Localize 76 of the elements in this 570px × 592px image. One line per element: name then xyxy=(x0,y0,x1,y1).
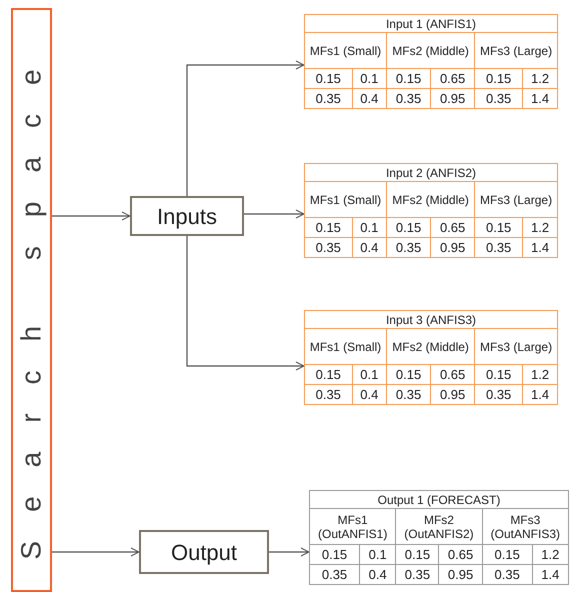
table-title-cell: Input 1 (ANFIS1) xyxy=(304,14,558,32)
table-cell: 0.95 xyxy=(430,384,475,404)
table-cell: 0.15 xyxy=(386,218,431,238)
column-header-cell: MFs3 (Large) xyxy=(474,182,558,218)
table-cell: 0.15 xyxy=(386,68,431,88)
table-cell: 0.65 xyxy=(430,364,475,384)
table-cell: 0.35 xyxy=(310,564,360,584)
table-cell: 0.95 xyxy=(430,238,475,258)
column-header-cell: MFs1 (Small) xyxy=(304,32,387,68)
table-cell: 0.4 xyxy=(360,564,396,584)
connector-arrow xyxy=(52,212,130,220)
column-header-cell: MFs2 (OutANFIS2) xyxy=(396,508,482,544)
table-title-cell: Input 2 (ANFIS2) xyxy=(304,164,558,182)
vertical-label: Search space xyxy=(18,40,46,560)
table-cell: 0.4 xyxy=(352,88,387,108)
table-cell: 0.35 xyxy=(304,384,352,404)
table-cell: 1.4 xyxy=(532,564,568,584)
table-cell: 1.2 xyxy=(522,364,558,384)
process-box xyxy=(139,530,269,574)
table-cell: 0.35 xyxy=(386,384,431,404)
table-cell: 0.35 xyxy=(386,88,431,108)
table-cell: 0.35 xyxy=(474,384,523,404)
table-cell: 0.4 xyxy=(352,238,387,258)
table-cell: 0.65 xyxy=(430,68,475,88)
table-cell: 1.2 xyxy=(532,544,568,564)
search-space-bar xyxy=(11,8,52,592)
connector-arrow xyxy=(269,548,310,556)
table-cell: 0.95 xyxy=(438,564,482,584)
table-title-cell: Input 3 (ANFIS3) xyxy=(304,310,558,328)
table-cell: 0.15 xyxy=(310,544,360,564)
table-cell: 0.1 xyxy=(360,544,396,564)
table-cell: 0.35 xyxy=(304,238,352,258)
table-cell: 0.35 xyxy=(396,564,439,584)
column-header-cell: MFs3 (Large) xyxy=(474,32,558,68)
column-header-cell: MFs1 (Small) xyxy=(304,328,387,364)
table-cell: 1.2 xyxy=(522,218,558,238)
column-header-cell: MFs2 (Middle) xyxy=(386,182,475,218)
table-cell: 0.15 xyxy=(482,544,532,564)
table-cell: 0.15 xyxy=(304,218,352,238)
table-cell: 0.35 xyxy=(474,88,523,108)
table-cell: 0.65 xyxy=(430,218,475,238)
table-cell: 0.15 xyxy=(304,68,352,88)
table-cell: 0.35 xyxy=(482,564,532,584)
table-cell: 0.15 xyxy=(304,364,352,384)
column-header-cell: MFs1 (Small) xyxy=(304,182,387,218)
table-cell: 0.35 xyxy=(304,88,352,108)
column-header-cell: MFs3 (OutANFIS3) xyxy=(482,508,568,544)
box-label: Output xyxy=(170,538,238,567)
table-cell: 0.95 xyxy=(430,88,475,108)
table-cell: 0.4 xyxy=(352,384,387,404)
table-cell: 0.15 xyxy=(396,544,439,564)
connector-arrow xyxy=(244,210,304,218)
table-cell: 0.35 xyxy=(386,238,431,258)
table-cell: 0.1 xyxy=(352,68,387,88)
column-header-cell: MFs3 (Large) xyxy=(474,328,558,364)
column-header-cell: MFs1 (OutANFIS1) xyxy=(310,508,396,544)
table-cell: 0.65 xyxy=(438,544,482,564)
table-cell: 1.2 xyxy=(522,68,558,88)
column-header-cell: MFs2 (Middle) xyxy=(386,328,475,364)
table-cell: 1.4 xyxy=(522,88,558,108)
table-cell: 0.15 xyxy=(386,364,431,384)
column-header-cell: MFs2 (Middle) xyxy=(386,32,475,68)
table-cell: 0.1 xyxy=(352,218,387,238)
table-cell: 0.15 xyxy=(474,68,523,88)
connector-arrow xyxy=(186,236,304,370)
table-cell: 0.35 xyxy=(474,238,523,258)
connector-arrow xyxy=(186,60,304,196)
table-cell: 0.15 xyxy=(474,364,523,384)
table-cell: 1.4 xyxy=(522,384,558,404)
connector-arrow xyxy=(52,548,140,556)
box-label: Inputs xyxy=(157,202,217,231)
table-cell: 0.1 xyxy=(352,364,387,384)
table-cell: 1.4 xyxy=(522,238,558,258)
table-title-cell: Output 1 (FORECAST) xyxy=(310,490,568,508)
table-cell: 0.15 xyxy=(474,218,523,238)
process-box xyxy=(130,196,244,236)
